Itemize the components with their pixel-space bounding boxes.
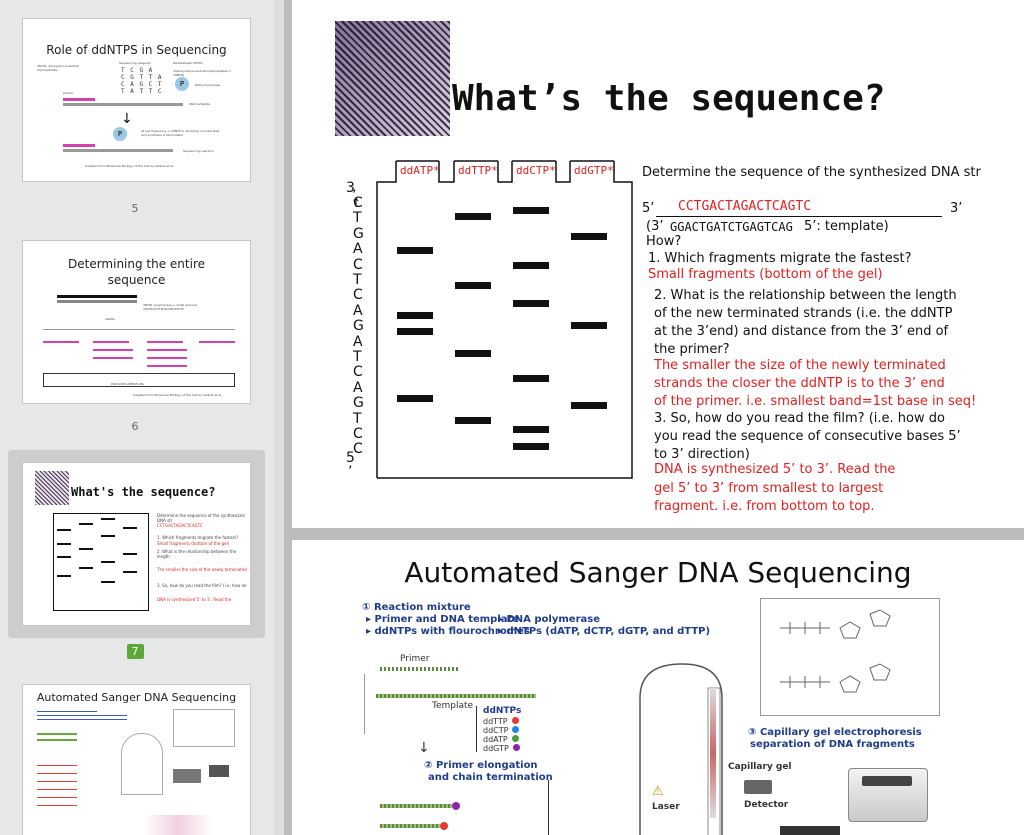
lane-label-ddctp: ddCTP* — [516, 164, 556, 177]
sequence-letter: G — [353, 225, 364, 242]
ddntp-name: ddCTP — [483, 726, 509, 735]
thumbnail-title: Role of ddNTPS in Sequencing — [46, 43, 227, 57]
sequence-letter: C — [353, 364, 363, 381]
gel-band — [455, 350, 491, 357]
slide-number-5: 5 — [131, 202, 139, 215]
capillary-gel-tube — [710, 688, 716, 818]
lane-label-ddttp: ddTTP* — [458, 164, 498, 177]
ddntp-legend-item: ddCTP — [483, 726, 520, 735]
thumbnail-scrollbar[interactable] — [274, 0, 284, 835]
ddntp-color-dot — [512, 726, 520, 733]
answer-1: Small fragments (bottom of the gel) — [648, 267, 883, 282]
sequence-letter: T — [353, 410, 362, 427]
laser-warning-icon: ⚠ — [652, 784, 664, 799]
sequence-letter: G — [353, 318, 364, 335]
question-1: 1. Which fragments migrate the fastest? — [648, 251, 912, 266]
lane-label-ddatp: ddATP* — [400, 164, 440, 177]
gel-band — [513, 443, 549, 450]
gel-band — [455, 282, 491, 289]
ddntp-color-dot — [511, 717, 519, 724]
sequence-letter: C — [353, 441, 363, 458]
detector-box — [744, 780, 772, 794]
question-2-line-1: 2. What is the relationship between the … — [654, 288, 957, 303]
gel-band — [571, 402, 607, 409]
ddntp-legend-item: ddTTP — [483, 717, 519, 726]
sequence-letter: A — [353, 302, 363, 319]
sequence-letter: T — [353, 349, 362, 365]
sequence-letter: T — [353, 272, 362, 288]
gel-band — [571, 322, 607, 329]
down-arrow-icon: ↓ — [418, 740, 430, 756]
ddntp-structure-diagram — [760, 598, 940, 716]
gel-band — [513, 300, 549, 307]
sequence-letter: A — [353, 241, 363, 258]
sequence-letter: T — [353, 210, 362, 227]
sequencing-film-image — [335, 21, 450, 136]
template-strand: GGACTGATCTGAGTCAG — [670, 220, 793, 234]
gel-band — [513, 426, 549, 433]
synthesized-strand: CCTGACTAGACTCAGTC — [678, 199, 812, 214]
template-strand-graphic — [376, 694, 536, 698]
question-3-line-1: 3. So, how do you read the film? (i.e. h… — [654, 411, 945, 426]
gel-band — [397, 395, 433, 402]
five-prime-label: 5 — [346, 450, 355, 466]
sequence-letter: C — [353, 287, 363, 304]
sequence-letter: C — [353, 426, 363, 442]
sequence-letter: C — [353, 195, 363, 211]
ddntp-color-dot — [512, 744, 520, 751]
slide-next[interactable]: Automated Sanger DNA Sequencing ① Reacti… — [292, 540, 1024, 835]
primer-strand — [380, 667, 460, 671]
ddntp-name: ddATP — [483, 735, 508, 744]
gel-band — [397, 247, 433, 254]
gel-band — [513, 207, 549, 214]
gel-band — [397, 328, 433, 335]
slide-thumbnail-panel: Role of ddNTPS in Sequencing dNTPs: deox… — [0, 0, 284, 835]
ddntp-legend-item: ddGTP — [483, 744, 520, 753]
lane-label-ddgtp: ddGTP* — [574, 164, 614, 177]
thumbnail-slide-6[interactable]: Determining the entire sequence dNTPs, p… — [22, 240, 251, 404]
gel-band — [455, 417, 491, 424]
sequence-letter: G — [353, 395, 364, 412]
slide-number-7: 7 — [0, 644, 270, 659]
thumbnail-slide-5[interactable]: Role of ddNTPS in Sequencing dNTPs: deox… — [22, 18, 251, 182]
gel-band — [397, 312, 433, 319]
gel-band — [571, 233, 607, 240]
sequence-letter: C — [353, 256, 363, 273]
sequencer-instrument — [848, 768, 928, 822]
ddntp-color-dot — [511, 735, 519, 742]
answer-2-line-1: The smaller the size of the newly termin… — [654, 358, 946, 373]
thumbnail-slide-8[interactable]: Automated Sanger DNA Sequencing — [22, 684, 251, 835]
up-arrow-icon: ↑ — [351, 196, 362, 210]
three-prime-label: 3 — [346, 180, 355, 196]
ddntp-legend-item: ddATP — [483, 735, 519, 744]
slide-number-6: 6 — [131, 420, 139, 433]
slide-title-automated: Automated Sanger DNA Sequencing — [404, 556, 912, 589]
sequence-letter: A — [353, 379, 363, 396]
thumbnail-slide-7[interactable]: What's the sequence? Determine the seque… — [22, 462, 251, 626]
answer-3-line-1: DNA is synthesized 5’ to 3’. Read the — [654, 462, 896, 477]
slide-title: What’s the sequence? — [452, 78, 886, 119]
ddntp-name: ddGTP — [483, 744, 509, 753]
gel-band — [513, 375, 549, 382]
sequence-letter: A — [353, 333, 363, 350]
gel-band — [513, 262, 549, 269]
prompt-text: Determine the sequence of the synthesize… — [642, 165, 981, 180]
gel-outline — [376, 160, 633, 479]
gel-band — [455, 213, 491, 220]
ddntp-name: ddTTP — [483, 717, 508, 726]
